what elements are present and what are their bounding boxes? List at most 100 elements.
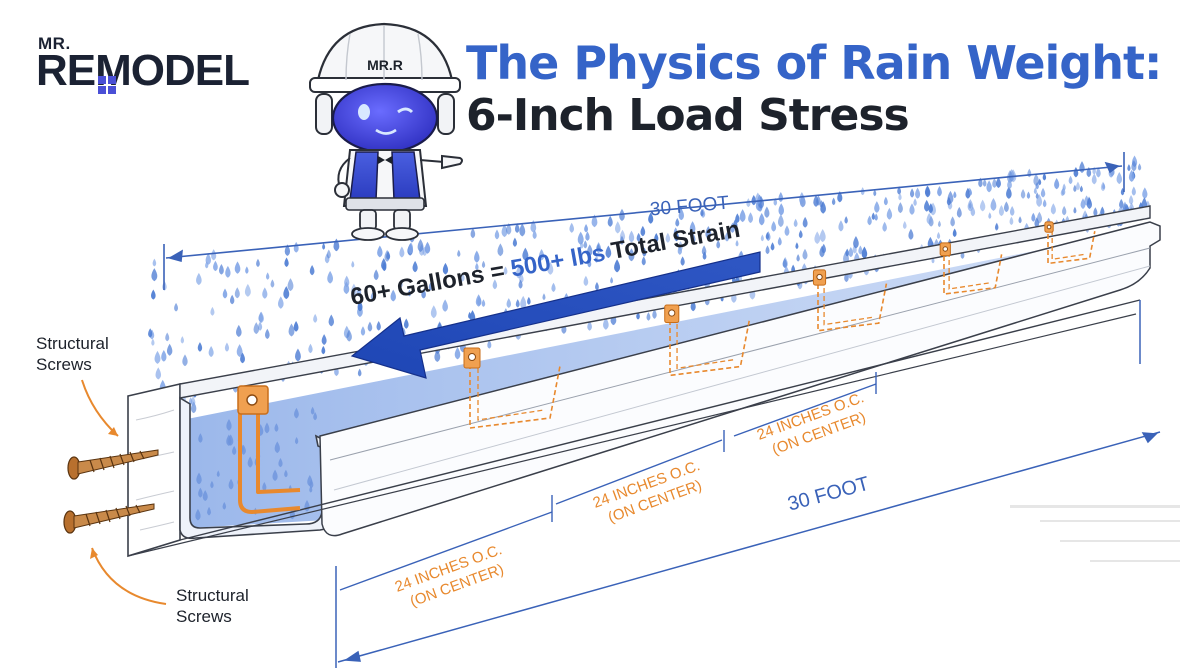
rain-drop	[284, 244, 291, 256]
structural-screws	[63, 379, 167, 605]
rain-drop	[735, 239, 739, 247]
rain-drop	[956, 206, 962, 218]
rain-drop	[326, 249, 331, 259]
rain-drop	[760, 234, 764, 242]
rain-drop	[386, 250, 391, 260]
rain-drop	[665, 232, 671, 243]
rain-drop	[603, 317, 609, 330]
screws-label-top-line1: Structural	[36, 334, 109, 353]
rain-drop	[764, 206, 770, 218]
rain-drop	[654, 233, 659, 243]
rain-drop	[628, 230, 635, 243]
rain-drop	[357, 368, 362, 377]
rain-drop	[1054, 178, 1060, 190]
rain-drop	[580, 241, 584, 249]
rain-drop	[853, 236, 859, 249]
rain-drop	[236, 324, 242, 338]
rain-drop	[926, 212, 932, 225]
rain-drop	[283, 286, 290, 300]
rain-drop	[468, 311, 472, 319]
rain-drop	[210, 306, 215, 316]
rain-drop	[678, 208, 685, 221]
rain-drop	[796, 254, 800, 262]
rain-drop	[897, 202, 903, 214]
rain-drop	[1020, 188, 1026, 199]
rain-drop	[594, 255, 599, 263]
rain-drop	[333, 238, 340, 252]
bottom-length-label: 30 FOOT	[785, 473, 871, 516]
rain-drop	[969, 188, 973, 196]
rain-drop	[454, 347, 461, 360]
rain-drop	[652, 309, 657, 319]
flow-arrow	[350, 251, 761, 379]
rain-drop	[497, 243, 504, 257]
rain-drop	[1079, 185, 1083, 193]
rain-drop	[793, 218, 798, 228]
helmet-text: MR.R	[367, 57, 403, 73]
rain-drop	[151, 268, 158, 282]
rain-drop	[867, 215, 872, 226]
rain-drop	[628, 248, 635, 262]
rain-drop	[1086, 197, 1093, 209]
rain-drop	[595, 282, 599, 291]
rain-drop	[208, 345, 214, 357]
rain-drop	[376, 321, 381, 331]
rain-drop	[244, 283, 251, 297]
rain-drop	[503, 266, 508, 275]
rain-drop	[777, 214, 784, 228]
rain-drop	[351, 260, 355, 268]
rain-drop	[690, 233, 696, 244]
rain-drop	[607, 215, 613, 227]
rain-drop	[148, 328, 153, 338]
rain-drop	[1033, 173, 1039, 186]
rain-drop	[428, 282, 433, 291]
rain-drop	[909, 203, 915, 215]
rain-drop	[295, 348, 301, 362]
rain-drop	[403, 318, 409, 329]
rain-drop	[1079, 161, 1085, 173]
rain-drop	[229, 294, 235, 305]
rain-drop	[770, 242, 775, 251]
rain-drop	[735, 213, 740, 223]
gutter-end-cap	[179, 396, 336, 540]
rain-drop	[321, 334, 327, 346]
rain-drop	[219, 263, 224, 275]
rain-drop	[583, 275, 589, 287]
rain-drop	[1040, 187, 1046, 198]
hanger-bracket	[463, 347, 561, 429]
rain-drop	[211, 249, 217, 261]
rain-drop	[646, 312, 651, 321]
rain-drop	[515, 265, 522, 279]
rain-drop	[407, 289, 411, 297]
rain-drop	[765, 245, 770, 255]
rain-drop	[755, 192, 761, 205]
rain-drop	[982, 178, 987, 187]
rain-drop	[284, 257, 289, 267]
rain-drop	[873, 189, 877, 197]
rain-drop	[240, 352, 245, 364]
rain-drop	[1031, 212, 1036, 222]
rain-drop	[270, 279, 275, 288]
rain-drop	[197, 342, 203, 352]
rain-drop	[225, 265, 231, 278]
rain-drop	[161, 350, 167, 362]
structural-screws-label-bottom: Structural Screws	[176, 585, 249, 627]
rain-drop	[256, 258, 260, 267]
title-line-2: 6-Inch Load Stress	[466, 90, 910, 141]
rain-drop	[795, 242, 799, 250]
rain-drop	[700, 208, 704, 217]
rain-drop	[902, 221, 907, 230]
rain-drop	[641, 256, 646, 266]
rain-drop	[1018, 216, 1022, 224]
rain-drop	[798, 230, 803, 239]
rain-drop	[190, 396, 196, 407]
rain-drop	[799, 192, 805, 205]
background-speckle	[1010, 505, 1180, 562]
logo-mr-text: MR.	[38, 34, 71, 53]
rain-drop	[1080, 198, 1086, 209]
rain-drop	[522, 247, 529, 261]
rain-drop	[996, 177, 1001, 188]
rain-drop	[1068, 175, 1073, 185]
rain-drop	[506, 298, 512, 308]
rain-drop	[587, 244, 593, 257]
